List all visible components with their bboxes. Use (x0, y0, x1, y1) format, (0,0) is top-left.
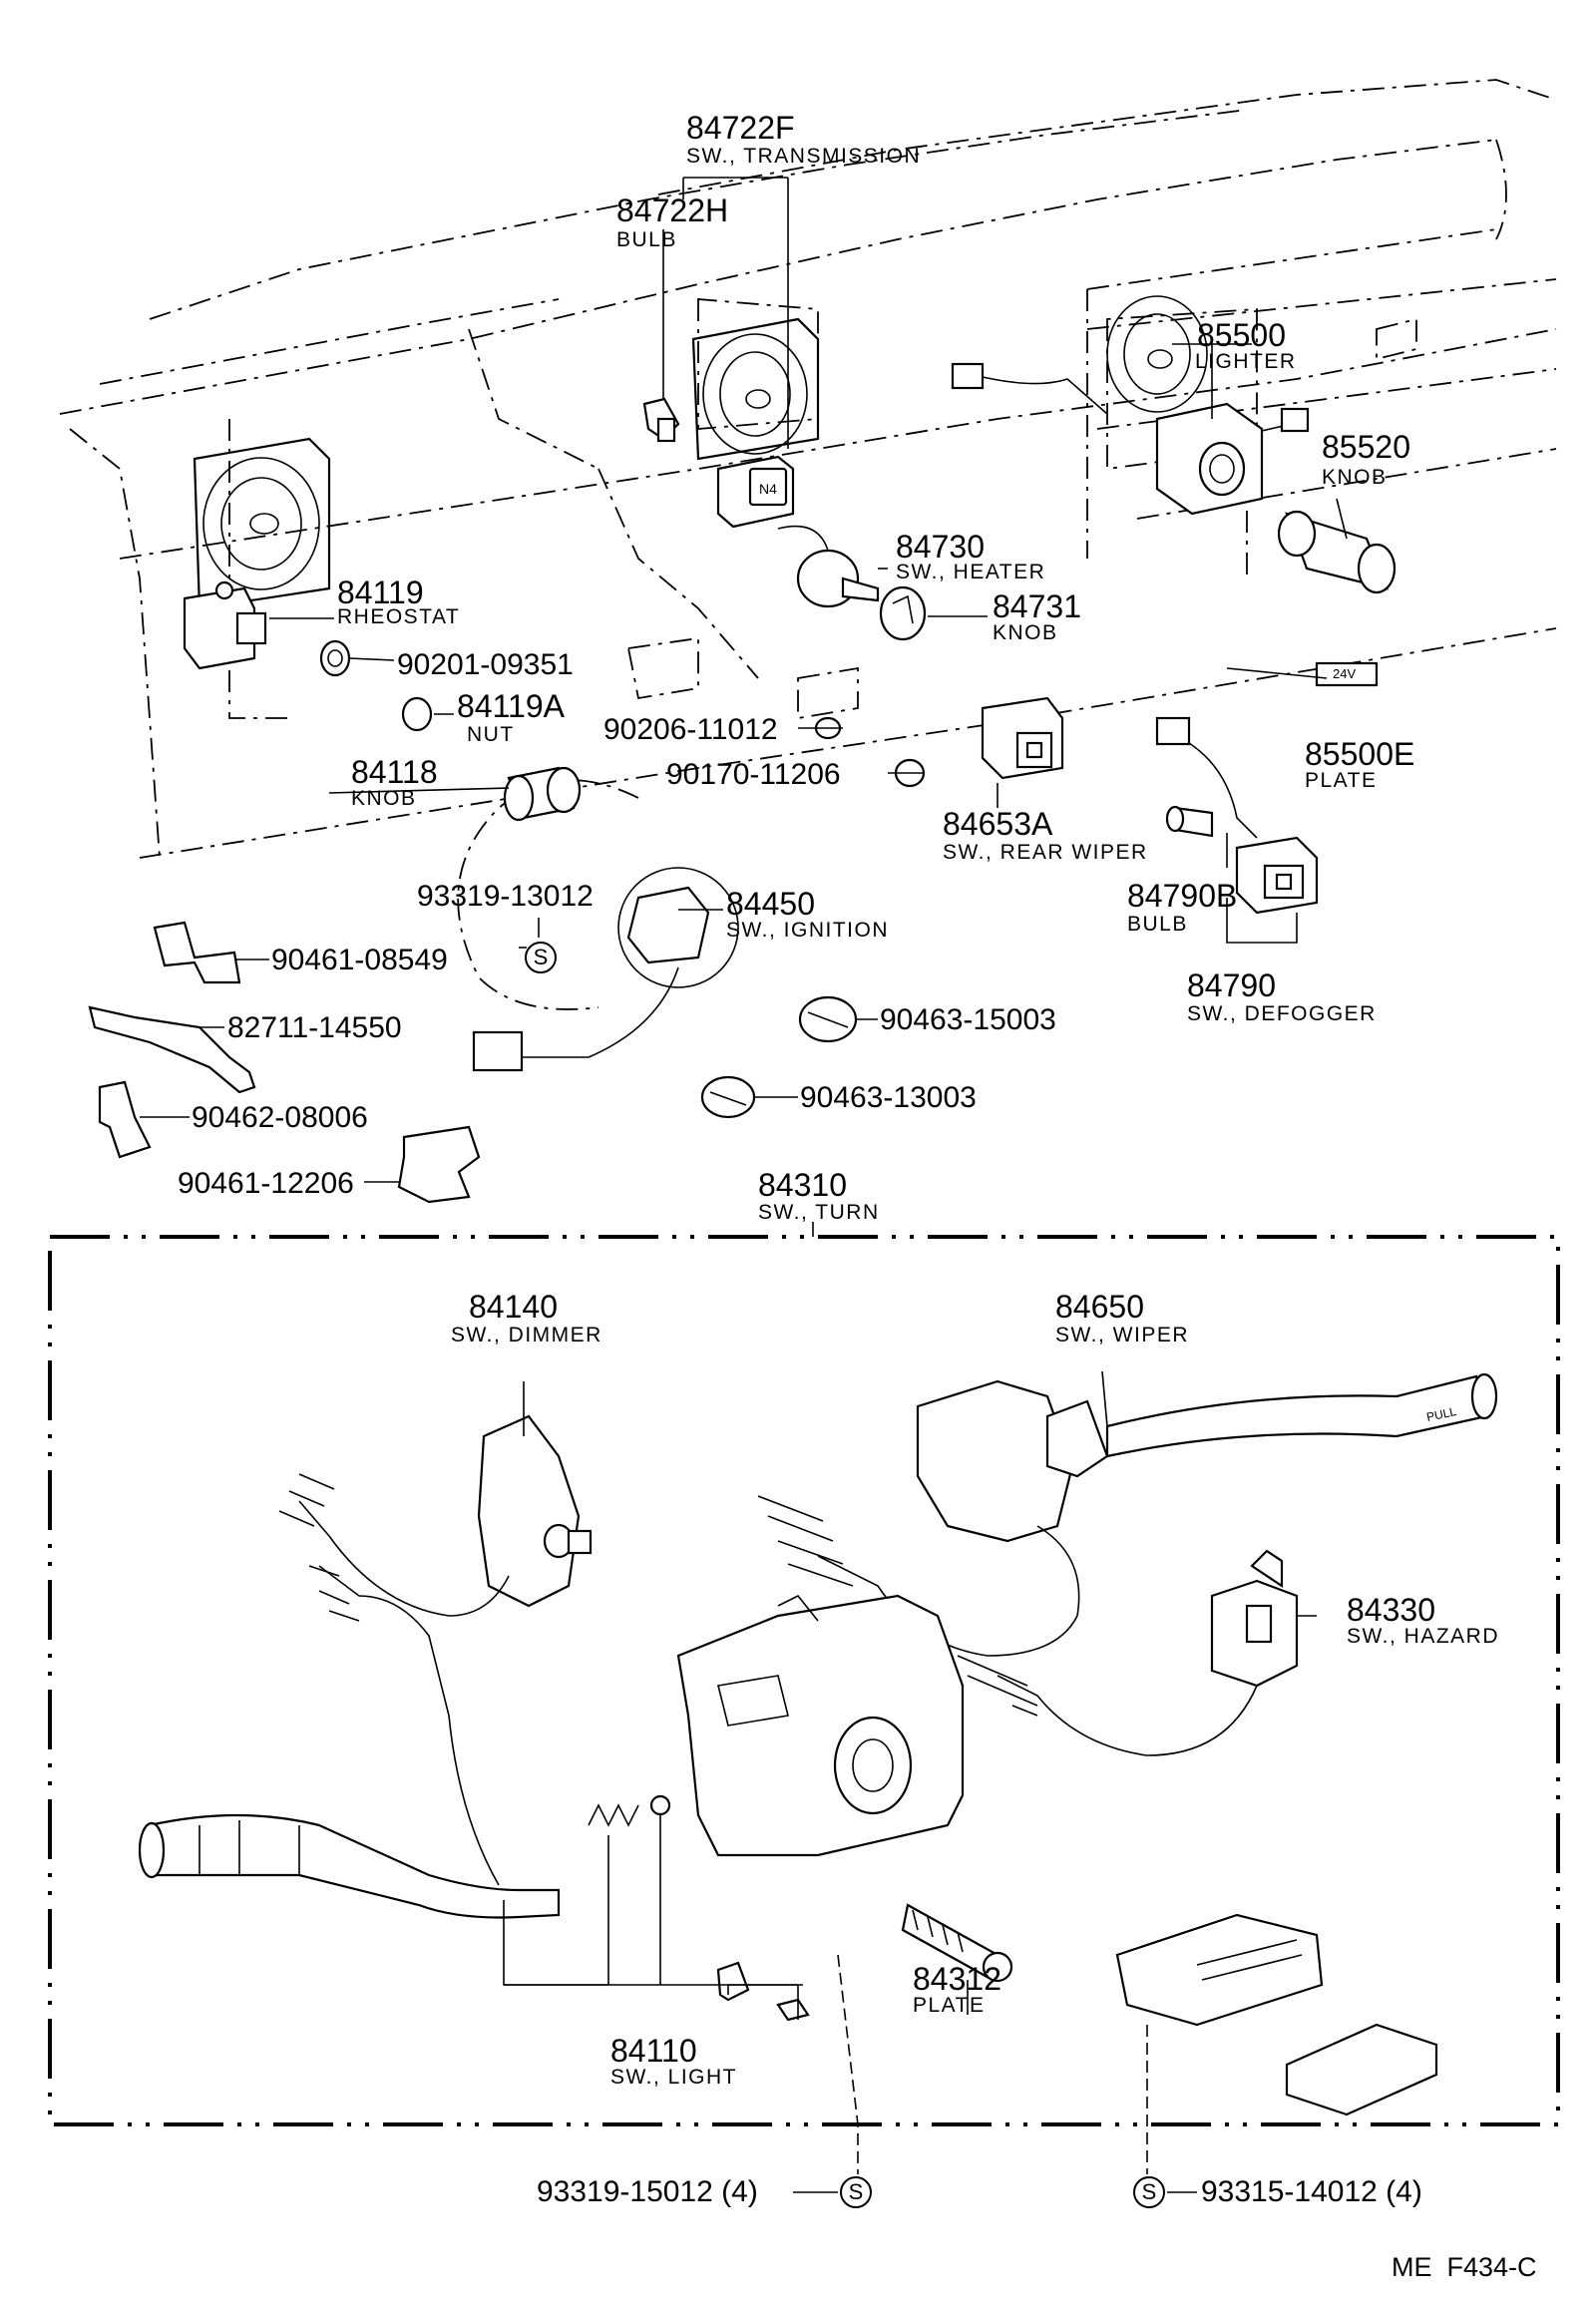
label-82711-number: 82711-14550 (227, 1011, 402, 1044)
bulb-84790b (1165, 805, 1214, 838)
spring (588, 1803, 639, 1827)
label-93319-13012-number: 93319-13012 (417, 880, 594, 913)
dashboard-outline (59, 79, 1557, 1010)
label-84790-name: SW., DEFOGGER (1187, 1002, 1377, 1025)
screw-symbol-icon: S (525, 942, 557, 973)
lighter (1155, 402, 1310, 516)
label-84310-name: SW., TURN (758, 1201, 880, 1224)
label-90463-15003-number: 90463-15003 (880, 1003, 1056, 1036)
label-84722F-number: 84722F (686, 110, 795, 146)
defogger-switch (1235, 836, 1319, 915)
wiper-switch (757, 1372, 1498, 1657)
label-84790B-name: BULB (1127, 913, 1188, 936)
label-84330-number: 84330 (1347, 1592, 1435, 1628)
label-84450-number: 84450 (726, 886, 815, 922)
label-84650-number: 84650 (1055, 1289, 1144, 1325)
connector-cover (1285, 2023, 1438, 2116)
plate-text-24v: 24V (1333, 666, 1357, 681)
knob-84118 (503, 766, 582, 822)
label-93319-15012-number: 93319-15012 (4) (537, 2175, 758, 2208)
plate-84312 (901, 1903, 1013, 1983)
dimmer-switch (278, 1414, 593, 1617)
label-84653A-name: SW., REAR WIPER (943, 841, 1148, 864)
rheostat (183, 580, 267, 670)
gauge-left (193, 437, 331, 610)
bracket-90461-12206 (397, 1125, 481, 1204)
ignition-switch (472, 867, 739, 1072)
label-84731-name: KNOB (993, 621, 1058, 644)
transmission-switch: N4 (716, 455, 795, 529)
label-84450-name: SW., IGNITION (726, 919, 890, 942)
label-84722H-number: 84722H (616, 192, 729, 228)
rear-wiper-switch (981, 696, 1064, 780)
label-84118-name: KNOB (351, 787, 417, 810)
label-85520-name: KNOB (1322, 466, 1388, 489)
label-93315-number: 93315-14012 (4) (1201, 2175, 1422, 2208)
light-switch-lever (138, 1565, 561, 1919)
label-84790B-number: 84790B (1127, 878, 1238, 914)
gauge-right (1106, 295, 1208, 413)
screw-symbol-icon: S (1133, 2176, 1165, 2208)
leader-lines (140, 177, 1348, 2193)
label-84312-name: PLATE (913, 1994, 986, 2017)
label-84312-number: 84312 (913, 1961, 1001, 1997)
plate-85500e (1315, 661, 1379, 687)
label-84722F-name: SW., TRANSMISSION (686, 145, 922, 168)
label-84330-name: SW., HAZARD (1347, 1625, 1500, 1648)
gauge-center (691, 317, 820, 461)
label-84119-name: RHEOSTAT (337, 605, 461, 628)
label-84730-number: 84730 (896, 529, 985, 565)
label-90201-number: 90201-09351 (397, 648, 574, 681)
label-84140-name: SW., DIMMER (451, 1324, 602, 1346)
ball (649, 1794, 671, 1816)
label-84790-number: 84790 (1187, 967, 1276, 1003)
label-84118-number: 84118 (351, 754, 438, 790)
clamp-90463-15003 (798, 995, 858, 1043)
drawing-code: ME F434-C (1392, 2252, 1537, 2282)
turn-switch-assembly-box (48, 1235, 1560, 2126)
connector-block (1115, 1913, 1324, 2027)
label-85520-number: 85520 (1322, 429, 1410, 465)
label-84731-number: 84731 (993, 588, 1081, 624)
heater-knob (879, 585, 927, 641)
lighter-knob (1277, 510, 1396, 594)
label-90461-12206-number: 90461-12206 (178, 1167, 354, 1200)
label-85500-name: LIGHTER (1195, 350, 1297, 373)
label-84310-number: 84310 (758, 1167, 847, 1203)
label-84119A-name: NUT (467, 723, 515, 746)
hazard-switch (957, 1549, 1299, 1756)
washer-90201 (319, 639, 351, 677)
heater-switch (777, 525, 880, 608)
clamp-90463-13003 (700, 1075, 756, 1119)
label-84119A-number: 84119A (457, 688, 565, 724)
label-84650-name: SW., WIPER (1055, 1324, 1190, 1346)
label-84653A-number: 84653A (943, 806, 1053, 842)
bracket-82711-14550 (88, 1005, 256, 1094)
label-90206-number: 90206-11012 (603, 713, 778, 746)
screw-symbol-icon: S (840, 2176, 872, 2208)
svg-text:N4: N4 (759, 481, 777, 497)
label-90170-number: 90170-11206 (666, 758, 841, 791)
label-84119-number: 84119 (337, 575, 424, 610)
label-84110-name: SW., LIGHT (610, 2066, 738, 2089)
label-84140-number: 84140 (469, 1289, 558, 1325)
label-85500-number: 85500 (1197, 317, 1286, 353)
label-90461-08549-number: 90461-08549 (271, 944, 448, 976)
bulb-84722h (642, 397, 680, 443)
connector-top (951, 362, 1108, 415)
bracket-small (716, 1961, 810, 2022)
label-84110-number: 84110 (610, 2033, 697, 2069)
turn-switch-body (676, 1594, 965, 1857)
bracket-90461-08549 (153, 921, 241, 984)
label-85500E-number: 85500E (1305, 736, 1415, 772)
nut-84119a (401, 696, 433, 732)
label-85500E-name: PLATE (1305, 769, 1378, 792)
clip-90462-08006 (98, 1080, 152, 1159)
label-90462-number: 90462-08006 (192, 1101, 368, 1134)
label-84730-name: SW., HEATER (896, 561, 1046, 583)
label-90463-13003-number: 90463-13003 (800, 1081, 977, 1114)
defogger-connector (1155, 716, 1258, 839)
label-84722H-name: BULB (616, 228, 677, 251)
